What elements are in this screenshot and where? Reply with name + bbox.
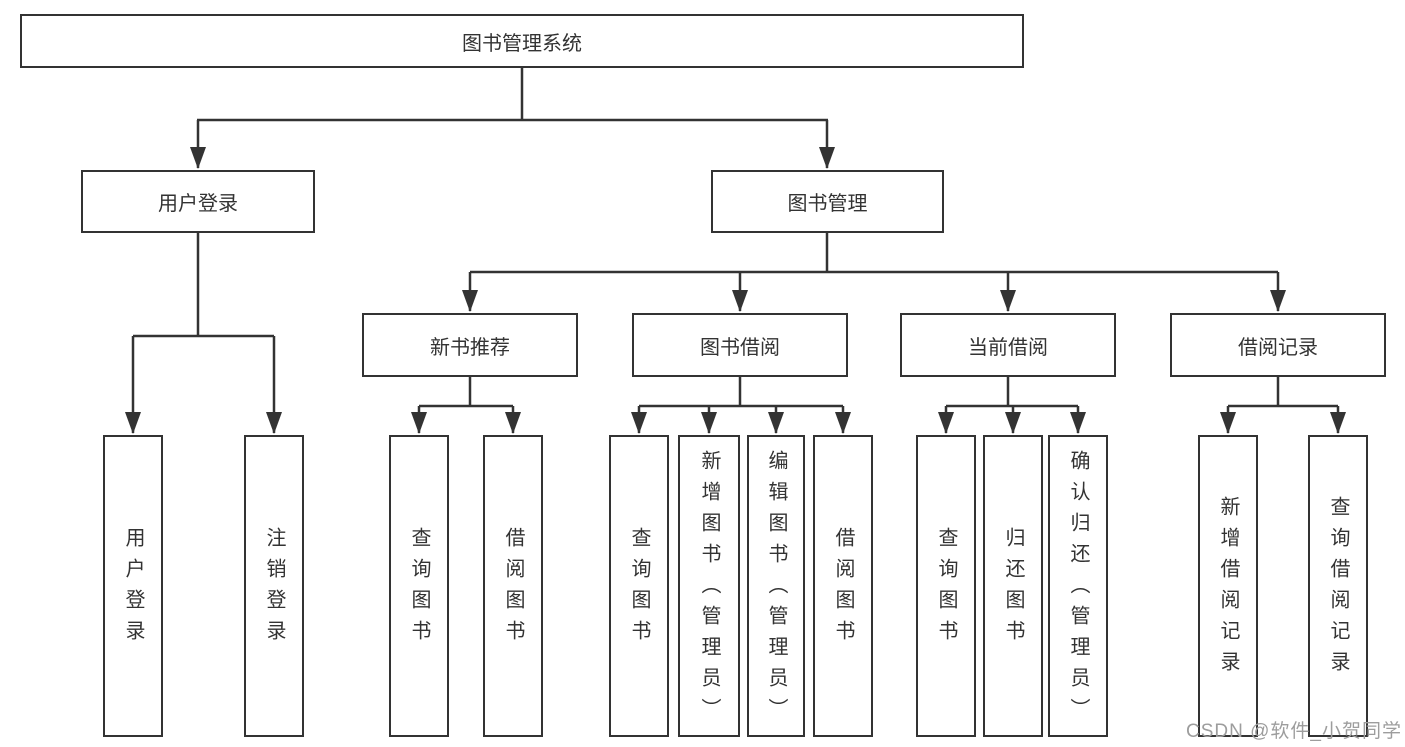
node-book-management-branch: 图书管理: [711, 170, 944, 233]
leaf-user-login: 用户登录: [103, 435, 163, 737]
leaf-borrow-edit-books-admin: 编辑图书（管理员）: [747, 435, 805, 737]
node-user-login-branch: 用户登录: [81, 170, 315, 233]
leaf-records-add-record: 新增借阅记录: [1198, 435, 1258, 737]
node-borrowing-records: 借阅记录: [1170, 313, 1386, 377]
node-root-system: 图书管理系统: [20, 14, 1024, 68]
node-new-book-recommendation: 新书推荐: [362, 313, 578, 377]
leaf-current-return-books: 归还图书: [983, 435, 1043, 737]
csdn-watermark: CSDN @软件_小贺同学: [1186, 721, 1402, 742]
node-book-borrowing: 图书借阅: [632, 313, 848, 377]
leaf-current-query-books: 查询图书: [916, 435, 976, 737]
leaf-records-query-record: 查询借阅记录: [1308, 435, 1368, 737]
leaf-current-confirm-return-admin: 确认归还（管理员）: [1048, 435, 1108, 737]
leaf-borrow-query-books: 查询图书: [609, 435, 669, 737]
node-current-borrowing: 当前借阅: [900, 313, 1116, 377]
leaf-logout: 注销登录: [244, 435, 304, 737]
leaf-borrow-add-books-admin: 新增图书（管理员）: [678, 435, 740, 737]
leaf-rec-borrow-books: 借阅图书: [483, 435, 543, 737]
leaf-borrow-borrow-books: 借阅图书: [813, 435, 873, 737]
leaf-rec-query-books: 查询图书: [389, 435, 449, 737]
